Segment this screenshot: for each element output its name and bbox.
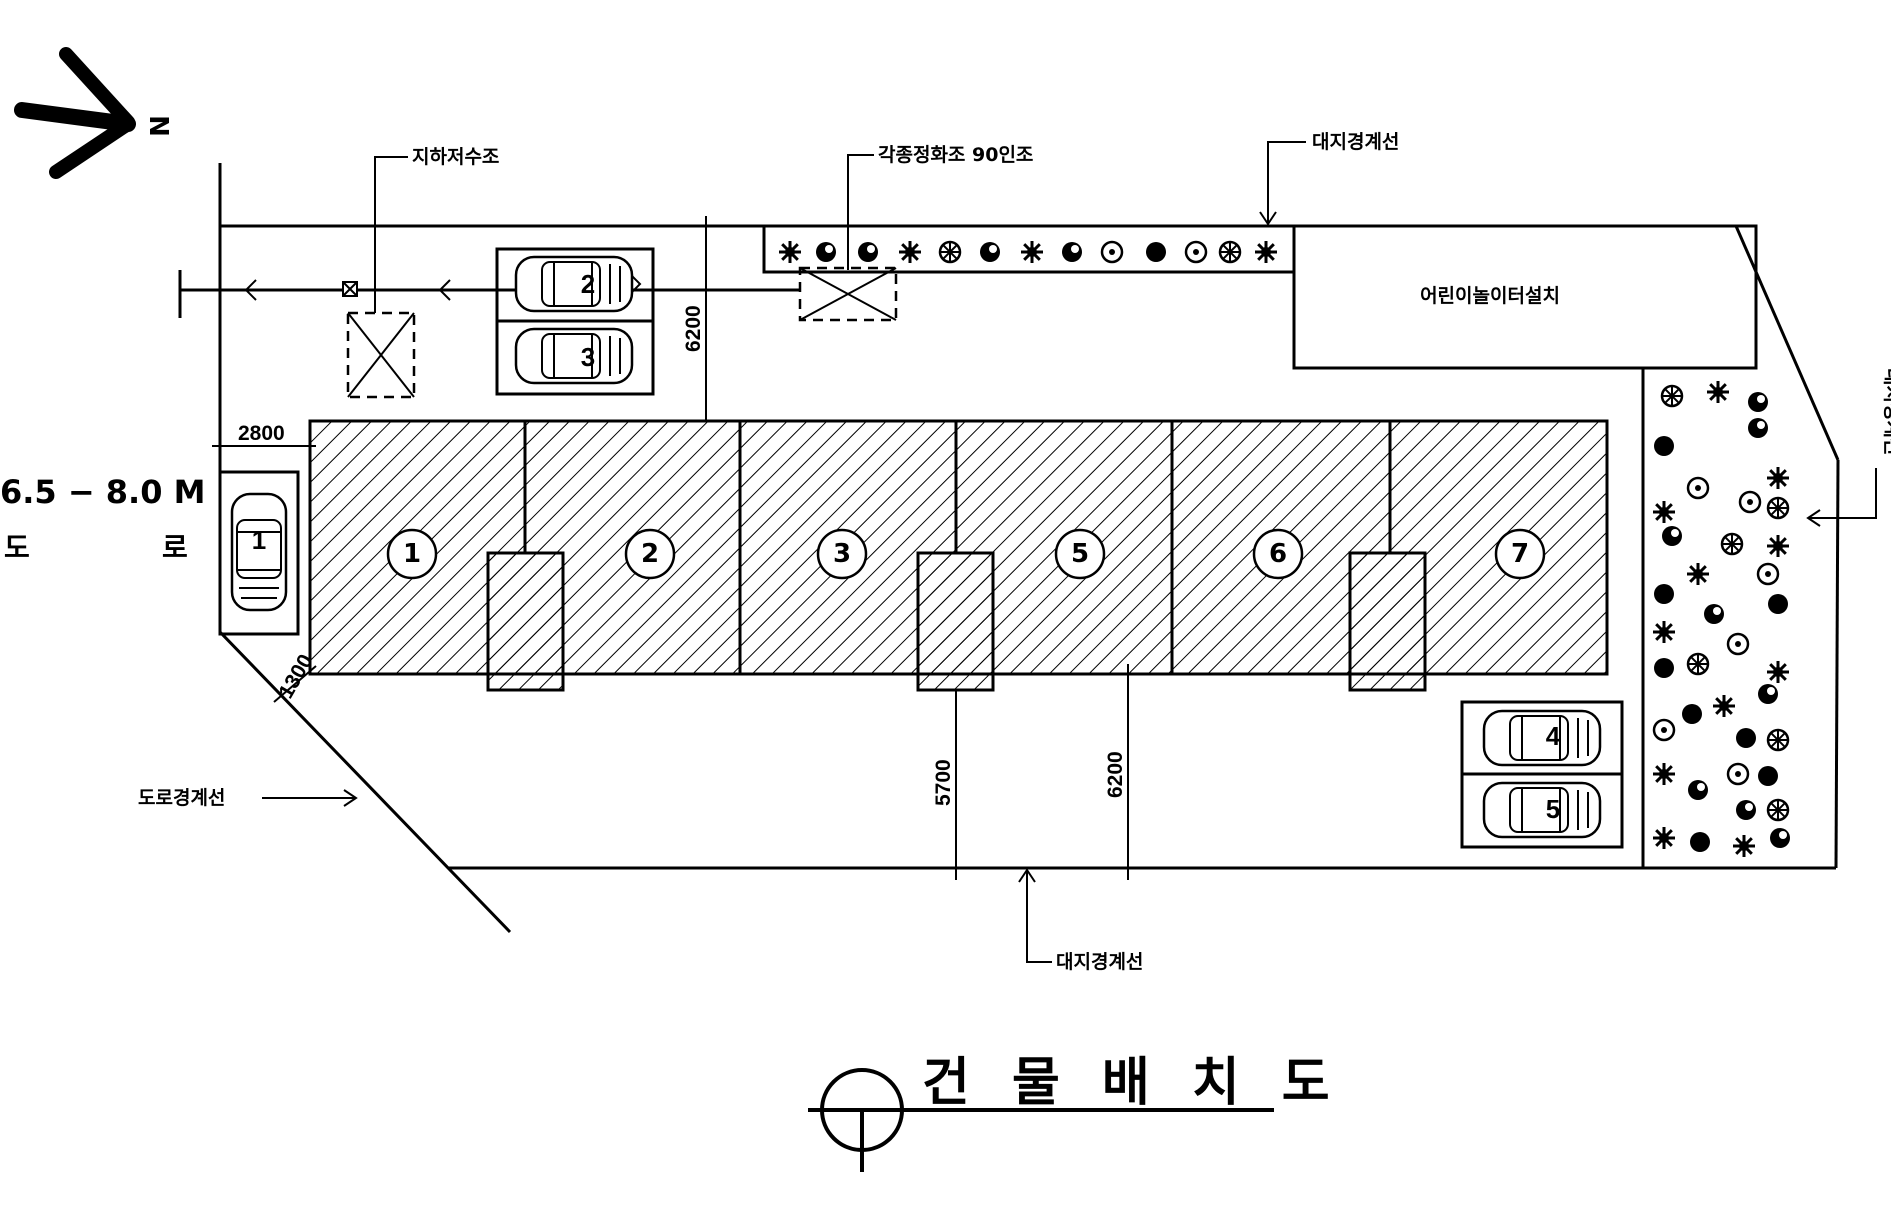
tree-icon [980,242,1000,262]
parking-group-right [1460,700,1624,849]
tree-icon [1704,604,1724,624]
playground [1292,224,1758,370]
tree-icon [858,242,878,262]
north-arrow-icon [14,47,136,179]
tree-icon [1688,780,1708,800]
parking-number-3: 3 [581,342,595,372]
parking-group-top [495,247,655,396]
parking-number-2: 2 [581,269,595,299]
unit-circle [386,528,1546,580]
tree-icon [1748,418,1768,438]
tree-icon [1686,476,1710,500]
page-title: 건 물 배 치 도 [922,1053,1342,1113]
parking-number-1: 1 [252,525,266,555]
tree-icon [1662,526,1682,546]
parking-number-4: 4 [1546,721,1561,751]
tree-icon [1758,684,1778,704]
tree-icon [1062,242,1082,262]
building-footprint [308,419,1609,692]
tree-icon [1255,241,1277,263]
tree-icon [938,240,962,264]
tree-icon [1654,658,1674,678]
tree-icon [1682,704,1702,724]
road-width: 6.5 − 8.0 M [0,473,205,511]
tree-icon [1707,381,1729,403]
tree-icon [1218,240,1242,264]
road-label-right: 로 [162,531,188,564]
tree-icon [1766,798,1790,822]
tree-icon [1652,718,1676,742]
tree-icon [1767,535,1789,557]
tree-icon [1736,800,1756,820]
unit-number-2: 2 [641,539,659,569]
dim-6200-top: 6200 [682,305,705,352]
tree-icon [1690,832,1710,852]
tree-icon [816,242,836,262]
site-boundary-right-label: 대지경계선 [1881,368,1891,455]
tree-icon [1100,240,1124,264]
site-boundary-bottom-label: 대지경계선 [1056,951,1143,973]
tree-icon [1021,241,1043,263]
tree-icon [1726,632,1750,656]
unit-number-7: 7 [1511,539,1529,569]
parking-group-left [218,470,300,636]
tree-icon [1184,240,1208,264]
septic-label: 각종정화조 90인조 [878,144,1033,166]
dim-1300: 1300 [274,651,317,703]
tree-icon [1686,652,1710,676]
site-boundary-top-label: 대지경계선 [1312,131,1399,153]
unit-number-5: 5 [1071,539,1089,569]
tree-icon [1660,384,1684,408]
tree-icon [1687,563,1709,585]
title-symbol-icon [808,1068,1274,1172]
tree-icon [1146,242,1166,262]
septic-tank [798,266,898,322]
tree-icon [1726,762,1750,786]
tree-icon [1766,728,1790,752]
tree-icon [1767,661,1789,683]
tree-icon [1713,695,1735,717]
tree-icon [1748,392,1768,412]
garden-area [1641,368,1790,868]
tree-icon [1653,827,1675,849]
tree-icon [1767,467,1789,489]
tree-icon [899,241,921,263]
playground-label: 어린이놀이터설치 [1420,285,1560,307]
unit-number-3: 3 [833,539,851,569]
tree-icon [1653,501,1675,523]
tree-icon [1653,621,1675,643]
dim-2800: 2800 [238,422,285,445]
dim-6200-bottom: 6200 [1104,751,1127,798]
dim-5700: 5700 [932,759,955,806]
tree-icon [1738,490,1762,514]
tree-icon [1736,728,1756,748]
underground-tank-label: 지하저수조 [412,146,499,168]
road-label-left: 도 [4,531,30,564]
unit-number-6: 6 [1269,539,1287,569]
parking-number-5: 5 [1546,794,1560,824]
tree-icon [779,241,801,263]
unit-number-1: 1 [403,539,421,569]
underground-tank [346,311,416,399]
north-label: N [143,115,173,137]
tree-icon [1653,763,1675,785]
tree-icon [1766,496,1790,520]
tree-icon [1733,835,1755,857]
tree-icon [1720,532,1744,556]
drain-line [178,270,800,318]
tree-icon [1654,436,1674,456]
tree-icon [1758,766,1778,786]
tree-icon [1770,828,1790,848]
road-boundary-label: 도로경계선 [138,787,225,809]
tree-icon [1768,594,1788,614]
tree-icon [1756,562,1780,586]
tree-icon [1654,584,1674,604]
tree-row [762,224,1296,274]
